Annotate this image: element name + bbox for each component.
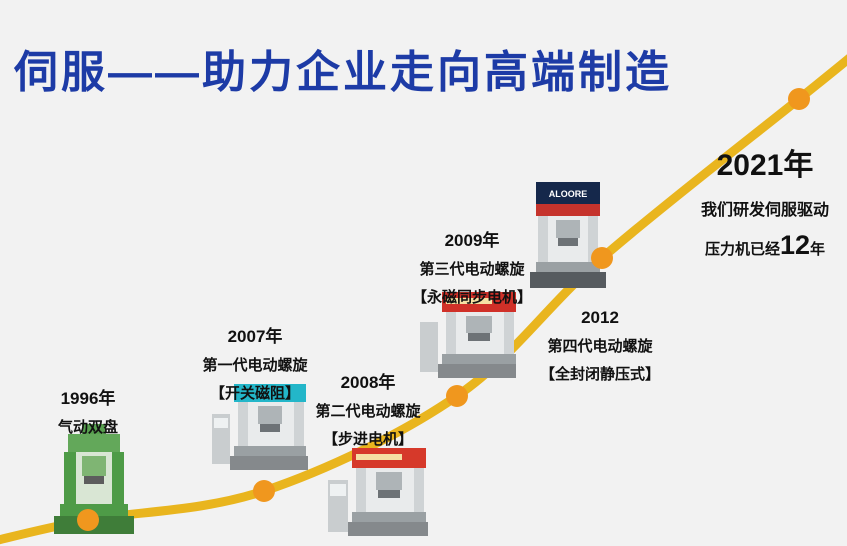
brand-logo-text: ALOORE [549, 189, 588, 199]
milestone-2021-line2: 压力机已经12年 [686, 230, 844, 261]
line2-prefix: 压力机已经 [704, 241, 780, 258]
press-column-left [64, 452, 76, 504]
milestone-2007: 2007年 第一代电动螺旋 【开关磁阻】 [185, 322, 325, 403]
press-bed [352, 512, 426, 522]
milestone-year: 2012 [581, 308, 619, 327]
press-column-left [538, 216, 548, 262]
press-ram [376, 472, 402, 490]
milestone-year: 1996年 [60, 389, 116, 408]
press-ram [556, 220, 580, 238]
crown-label-strip [446, 298, 492, 304]
press-base [54, 516, 134, 534]
machine-illustration-2007 [212, 384, 308, 472]
press-2012-drawing: ALOORE [530, 182, 606, 288]
machine-illustration-2008 [328, 448, 428, 538]
press-column-right [588, 216, 598, 262]
press-die [84, 476, 104, 484]
press-bed [234, 446, 306, 456]
milestone-line: 第三代电动螺旋 [419, 261, 525, 278]
milestone-year: 2008年 [340, 373, 396, 392]
press-1996-drawing [54, 424, 134, 534]
cabinet-screen [330, 484, 346, 496]
milestone-2021-year: 2021年 [716, 149, 814, 182]
press-bed [60, 504, 128, 516]
machine-illustration-2009 [420, 292, 518, 380]
line2-number: 12 [779, 230, 811, 260]
milestone-1996: 1996年 气动双盘 [28, 384, 148, 437]
press-die [378, 490, 400, 498]
press-2008-drawing [328, 448, 428, 536]
milestone-line: 第二代电动螺旋 [315, 403, 421, 420]
milestone-2021: 2021年 我们研发伺服驱动 压力机已经12年 [686, 140, 844, 261]
crown-label-strip [356, 454, 402, 460]
milestone-line: 【步进电机】 [322, 431, 413, 448]
milestone-2021-line1: 我们研发伺服驱动 [700, 202, 829, 219]
crown-red-band [536, 204, 600, 216]
press-column-left [356, 468, 366, 512]
press-crown [68, 434, 120, 452]
press-column-right [112, 452, 124, 504]
milestone-year: 2007年 [227, 327, 283, 346]
press-column-left [446, 312, 456, 354]
press-ram [258, 406, 282, 424]
press-crown [234, 384, 306, 402]
press-bed [442, 354, 516, 364]
milestone-line: 【全封闭静压式】 [539, 366, 660, 383]
press-column-right [294, 402, 304, 446]
press-base [438, 364, 516, 378]
milestone-line: 第一代电动螺旋 [202, 357, 308, 374]
press-base [530, 272, 606, 288]
milestone-line: 【开关磁阻】 [209, 385, 300, 402]
press-column-right [414, 468, 424, 512]
press-column-left [238, 402, 248, 446]
milestone-line: 第四代电动螺旋 [547, 338, 653, 355]
press-motor [82, 424, 106, 434]
cabinet-screen [214, 418, 228, 428]
press-2007-drawing [212, 384, 308, 470]
press-ram [82, 456, 106, 476]
milestone-line: 气动双盘 [57, 419, 118, 436]
press-column-right [504, 312, 514, 354]
milestone-2009: 2009年 第三代电动螺旋 【永磁同步电机】 [396, 226, 548, 307]
machine-illustration-1996 [48, 424, 140, 536]
press-die [558, 238, 578, 246]
press-base [348, 522, 428, 536]
press-die [468, 333, 490, 341]
press-bed [536, 262, 600, 272]
press-2009-drawing [420, 292, 516, 378]
page-title: 伺服——助力企业走向高端制造 [14, 48, 672, 97]
machine-illustration-2012: ALOORE [528, 182, 608, 292]
milestone-line: 【永磁同步电机】 [411, 289, 532, 306]
line2-suffix: 年 [810, 241, 826, 258]
press-crown [536, 182, 600, 204]
press-die [260, 424, 280, 432]
press-base [230, 456, 308, 470]
milestone-2012: 2012 第四代电动螺旋 【全封闭静压式】 [526, 308, 674, 384]
control-cabinet [420, 322, 438, 372]
milestone-year: 2009年 [444, 231, 500, 250]
milestone-2008: 2008年 第二代电动螺旋 【步进电机】 [298, 368, 438, 449]
press-ram [466, 316, 492, 333]
